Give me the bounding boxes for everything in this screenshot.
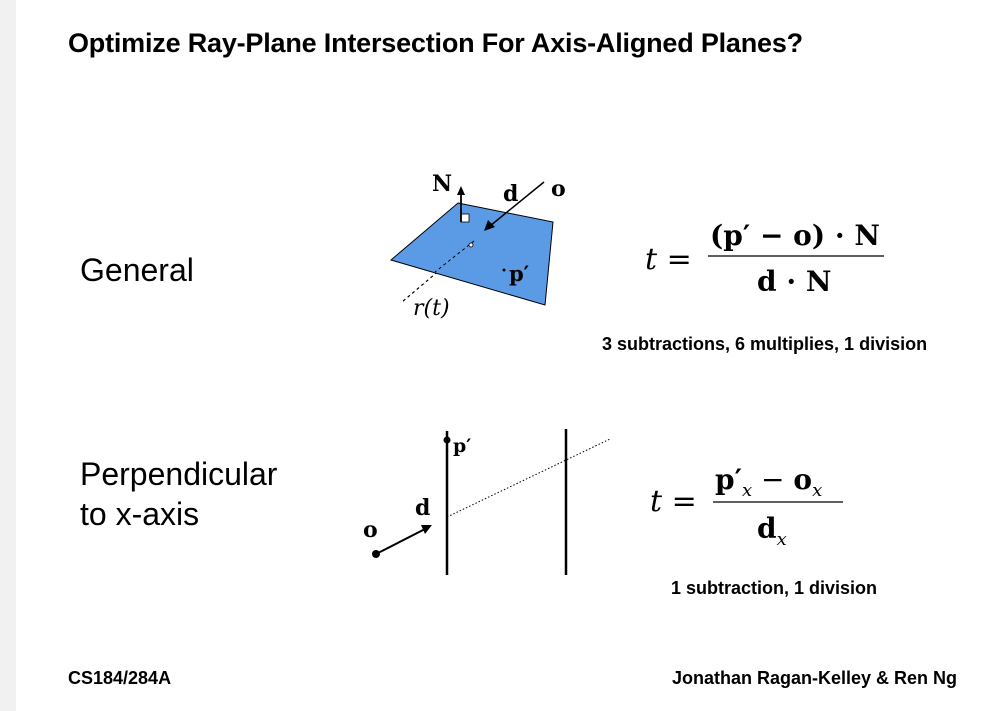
direction-label: d: [415, 495, 430, 521]
intersection-point: [468, 242, 474, 248]
numerator-o: o: [793, 463, 812, 496]
general-label: General: [80, 252, 194, 288]
origin-label: o: [551, 176, 566, 202]
point-p-dot: [443, 436, 451, 444]
direction-label: d: [503, 181, 518, 207]
footer-authors: Jonathan Ragan-Kelley & Ren Ng: [671, 668, 957, 688]
perpendicular-label-line1: Perpendicular: [80, 456, 278, 492]
origin-dot: [372, 550, 380, 558]
slide-title: Optimize Ray-Plane Intersection For Axis…: [68, 28, 803, 58]
perpendicular-label: Perpendicular to x-axis: [80, 454, 277, 534]
normal-label: N: [432, 171, 452, 197]
point-p-dot: [502, 268, 506, 272]
footer-course: CS184/284A: [68, 668, 172, 688]
numerator-sub-x: x: [742, 480, 752, 501]
denominator-d: d: [757, 512, 777, 545]
direction-arrow: [375, 528, 426, 555]
point-label: p′: [453, 435, 471, 457]
numerator-sub-x2: x: [812, 480, 822, 501]
general-formula: t = (p′ − o) · N d · N: [645, 219, 884, 298]
ray-dashed-line: [401, 240, 475, 303]
formula-denominator: d · N: [757, 265, 831, 298]
formula-lhs: t =: [650, 484, 697, 519]
perpendicular-cost-note: 1 subtraction, 1 division: [671, 578, 878, 598]
numerator-minus: −: [752, 463, 793, 496]
plane-shape: [389, 202, 554, 306]
formula-numerator: p′x − ox: [715, 463, 822, 501]
direction-arrowhead: [421, 525, 432, 534]
ray-dotted-line: [446, 438, 611, 518]
ray-on-plane-dashed: [434, 240, 475, 273]
denominator-sub-x: x: [777, 529, 787, 550]
general-diagram: N d o p′ r(t): [389, 171, 566, 321]
direction-arrowhead: [484, 220, 495, 231]
formula-lhs: t =: [645, 242, 692, 277]
ray-label: r(t): [413, 296, 450, 321]
normal-arrowhead: [457, 186, 465, 195]
point-label: p′: [509, 261, 530, 286]
perpendicular-label-line2: to x-axis: [80, 496, 200, 532]
perpendicular-diagram: o d p′: [363, 429, 611, 575]
direction-arrow: [489, 181, 545, 227]
general-cost-note: 3 subtractions, 6 multiplies, 1 division: [602, 334, 928, 354]
perpendicular-formula: t = p′x − ox dx: [650, 463, 843, 550]
numerator-p: p′: [715, 463, 742, 496]
formula-denominator: dx: [757, 512, 787, 550]
left-edge-strip: [0, 0, 16, 711]
origin-label: o: [363, 517, 378, 543]
right-angle-marker: [460, 213, 470, 223]
formula-numerator: (p′ − o) · N: [710, 219, 880, 252]
